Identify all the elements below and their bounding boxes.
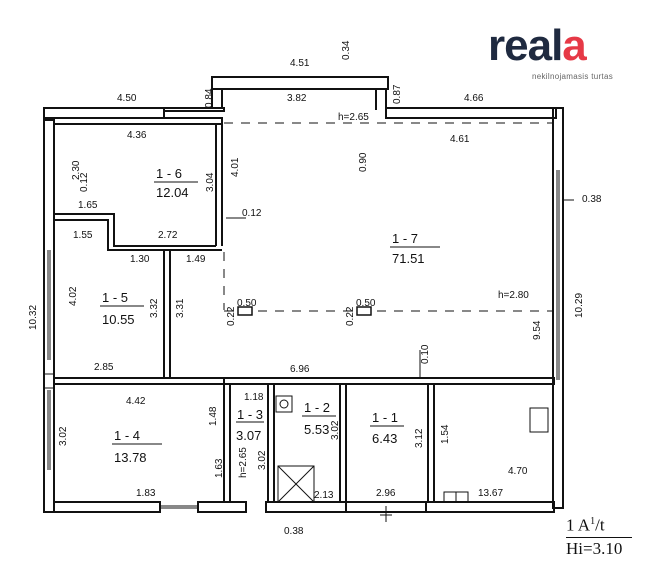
stamp-line-1: 1 A1/t	[566, 512, 632, 536]
dimension-label: 4.01	[230, 157, 241, 177]
room-area: 6.43	[372, 431, 397, 446]
dimension-label: 4.50	[117, 93, 137, 104]
dimension-label: 3.82	[287, 93, 307, 104]
room-area: 10.55	[102, 312, 135, 327]
dimension-label: 4.51	[290, 58, 310, 69]
dimension-label: 0.90	[358, 152, 369, 172]
room-area: 71.51	[392, 251, 425, 266]
dimension-label: 4.70	[508, 466, 528, 477]
stamp-floor-sup: 1	[590, 516, 596, 527]
dimension-label: 6.96	[290, 364, 310, 375]
columns	[237, 306, 372, 316]
stamp-height: Hi=3.10	[566, 538, 623, 558]
dimension-label: 1.63	[214, 458, 225, 478]
dimension-label: 3.02	[330, 420, 341, 440]
dimension-label: 0.38	[284, 526, 304, 537]
dimension-label: 13.67	[478, 488, 503, 499]
floor-stamp: 1 A1/t Hi=3.10	[566, 512, 632, 559]
brand-subtitle: nekilnojamasis turtas	[532, 72, 613, 81]
dimension-label: 1.55	[73, 230, 93, 241]
dimension-label: 0.84	[204, 88, 215, 108]
room-id: 1 - 7	[392, 231, 418, 246]
dimension-label: 0.38	[582, 194, 602, 205]
stamp-floor-suffix: /t	[595, 515, 605, 535]
dimension-label: 0.22	[226, 306, 237, 326]
walls	[43, 76, 564, 513]
brand-wordmark: reala	[488, 21, 587, 70]
dimension-label: 0.12	[79, 172, 90, 192]
room-id: 1 - 3	[237, 407, 263, 422]
dimension-label: 2.30	[71, 160, 82, 180]
dashed-lines	[223, 122, 553, 312]
dimension-label: 1.30	[130, 254, 150, 265]
brand-name-part1: real	[488, 21, 563, 70]
stamp-rule	[566, 536, 632, 538]
dimension-label: 1.48	[208, 406, 219, 426]
dimension-label: 3.12	[414, 428, 425, 448]
windows	[43, 170, 560, 509]
dimension-label: 0.87	[392, 84, 403, 104]
room-area: 13.78	[114, 450, 147, 465]
brand-name-part2: a	[562, 21, 587, 70]
dimension-label: 2.72	[158, 230, 178, 241]
dimension-label: 4.36	[127, 130, 147, 141]
dimension-label: 1.83	[136, 488, 156, 499]
room-area: 12.04	[156, 185, 189, 200]
dimension-label: 4.42	[126, 396, 146, 407]
room-labels: 1 - 6 12.04 1 - 7 71.51 1 - 5 10.55 1 - …	[100, 166, 440, 465]
dimension-label: 4.66	[464, 93, 484, 104]
dimension-label: 0.50	[237, 298, 257, 309]
dimension-label: h=2.65	[338, 112, 369, 123]
room-id: 1 - 2	[304, 400, 330, 415]
dimension-label: 3.04	[205, 172, 216, 192]
dimension-label: 1.54	[440, 424, 451, 444]
dimension-label: 3.31	[175, 298, 186, 318]
dimension-label: 4.61	[450, 134, 470, 145]
dimension-label: 1.49	[186, 254, 206, 265]
dimension-label: 1.65	[78, 200, 98, 211]
dimension-label: 3.02	[257, 450, 268, 470]
dimension-label: 10.32	[28, 305, 39, 330]
dimension-label: 4.02	[68, 286, 79, 306]
dimension-label: 0.34	[341, 40, 352, 60]
dimension-label: 9.54	[532, 320, 543, 340]
dimension-label: 0.50	[356, 298, 376, 309]
room-area: 5.53	[304, 422, 329, 437]
room-id: 1 - 1	[372, 410, 398, 425]
dimension-label: 0.22	[345, 306, 356, 326]
dimension-label: 1.18	[244, 392, 264, 403]
dimension-label: 0.10	[420, 344, 431, 364]
room-id: 1 - 6	[156, 166, 182, 181]
dimension-label: 2.85	[94, 362, 114, 373]
room-id: 1 - 4	[114, 428, 140, 443]
room-area: 3.07	[236, 428, 261, 443]
dimension-labels: 4.51 0.34 0.84 3.82 0.87 4.50 4.66 4.36 …	[28, 40, 602, 537]
room-id: 1 - 5	[102, 290, 128, 305]
fixtures	[275, 395, 549, 503]
dimension-ticks	[226, 199, 574, 522]
brand-logo: reala nekilnojamasis turtas	[488, 22, 628, 84]
dimension-label: h=2.65	[238, 447, 249, 478]
dimension-label: 0.12	[242, 208, 262, 219]
dimension-label: h=2.80	[498, 290, 529, 301]
dimension-label: 10.29	[574, 293, 585, 318]
dimension-label: 3.32	[149, 298, 160, 318]
dimension-label: 3.02	[58, 426, 69, 446]
stamp-floor: 1 A	[566, 515, 591, 535]
dimension-label: 2.13	[314, 490, 334, 501]
dimension-label: 2.96	[376, 488, 396, 499]
